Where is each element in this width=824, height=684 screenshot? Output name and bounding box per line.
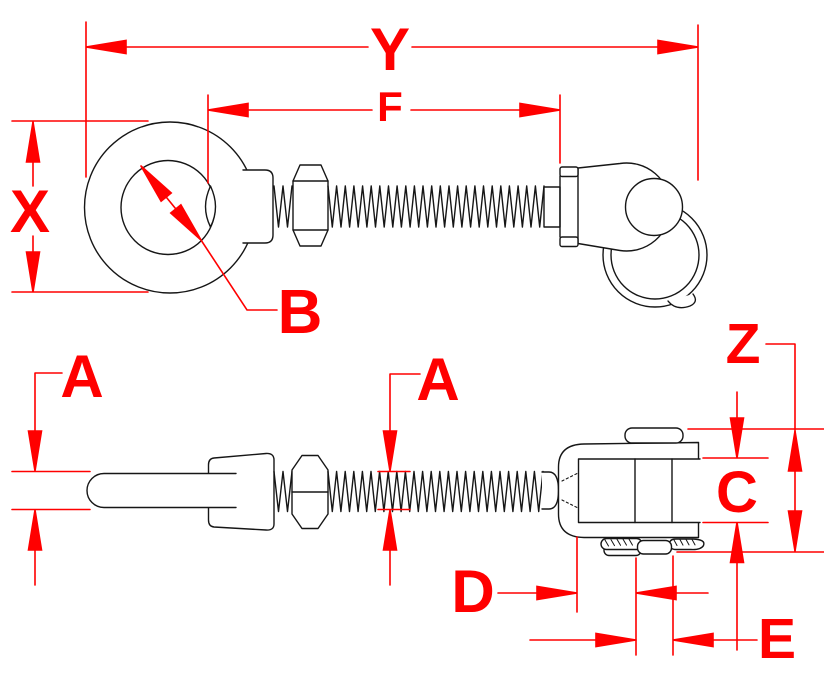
clevis-pin xyxy=(634,458,673,524)
dim-label-Z: Z xyxy=(726,312,761,376)
dim-D xyxy=(497,536,709,656)
dim-label-X: X xyxy=(10,178,50,245)
dim-label-F: F xyxy=(377,83,403,130)
retaining-ring-side xyxy=(600,537,705,557)
dim-Y xyxy=(85,21,699,181)
thread-stub-side xyxy=(273,470,293,513)
dim-A-left xyxy=(11,372,91,586)
dim-label-D: D xyxy=(451,558,494,625)
dim-label-A-left: A xyxy=(60,343,103,410)
dim-label-C: C xyxy=(716,460,758,525)
pin-head-side xyxy=(624,427,684,444)
fork-arm-tab-top xyxy=(559,166,579,178)
eye-hole-far-side xyxy=(204,185,217,228)
dim-E xyxy=(529,555,758,656)
dim-Z xyxy=(676,343,824,553)
dimensions xyxy=(11,21,824,656)
ring-hatching xyxy=(604,538,696,547)
dim-X xyxy=(11,120,149,293)
retaining-ring-hook xyxy=(667,293,697,309)
dim-F xyxy=(207,94,561,184)
rod-end-tab xyxy=(541,471,560,510)
collar-side xyxy=(207,452,275,531)
dim-C xyxy=(702,391,769,651)
dim-label-E: E xyxy=(758,607,796,671)
fork-arm-tab-bottom xyxy=(559,236,579,248)
thread-stub-top xyxy=(273,185,293,228)
fork-pin-hole xyxy=(624,177,684,237)
top-view xyxy=(83,121,708,309)
pin-bottom-tab xyxy=(636,539,673,555)
hex-nut-top-facets xyxy=(292,180,329,231)
hex-nut-top xyxy=(292,164,329,247)
threaded-rod-top xyxy=(327,185,545,228)
side-view xyxy=(86,427,705,557)
eye-side-bar xyxy=(86,472,237,509)
shank-boss xyxy=(242,169,274,244)
dim-label-A-mid: A xyxy=(416,346,459,413)
threaded-rod-side xyxy=(327,470,544,513)
dim-A-mid xyxy=(377,373,421,586)
part-geometry xyxy=(83,121,708,557)
dimension-labels: Y F X B A A Z C D E xyxy=(10,16,796,671)
dim-label-Y: Y xyxy=(370,16,410,83)
hidden-edges xyxy=(561,472,578,509)
rod-neck-top xyxy=(543,186,561,228)
dim-B xyxy=(135,161,278,311)
fork-jaw-slot xyxy=(577,458,701,524)
dim-label-B: B xyxy=(278,278,323,347)
